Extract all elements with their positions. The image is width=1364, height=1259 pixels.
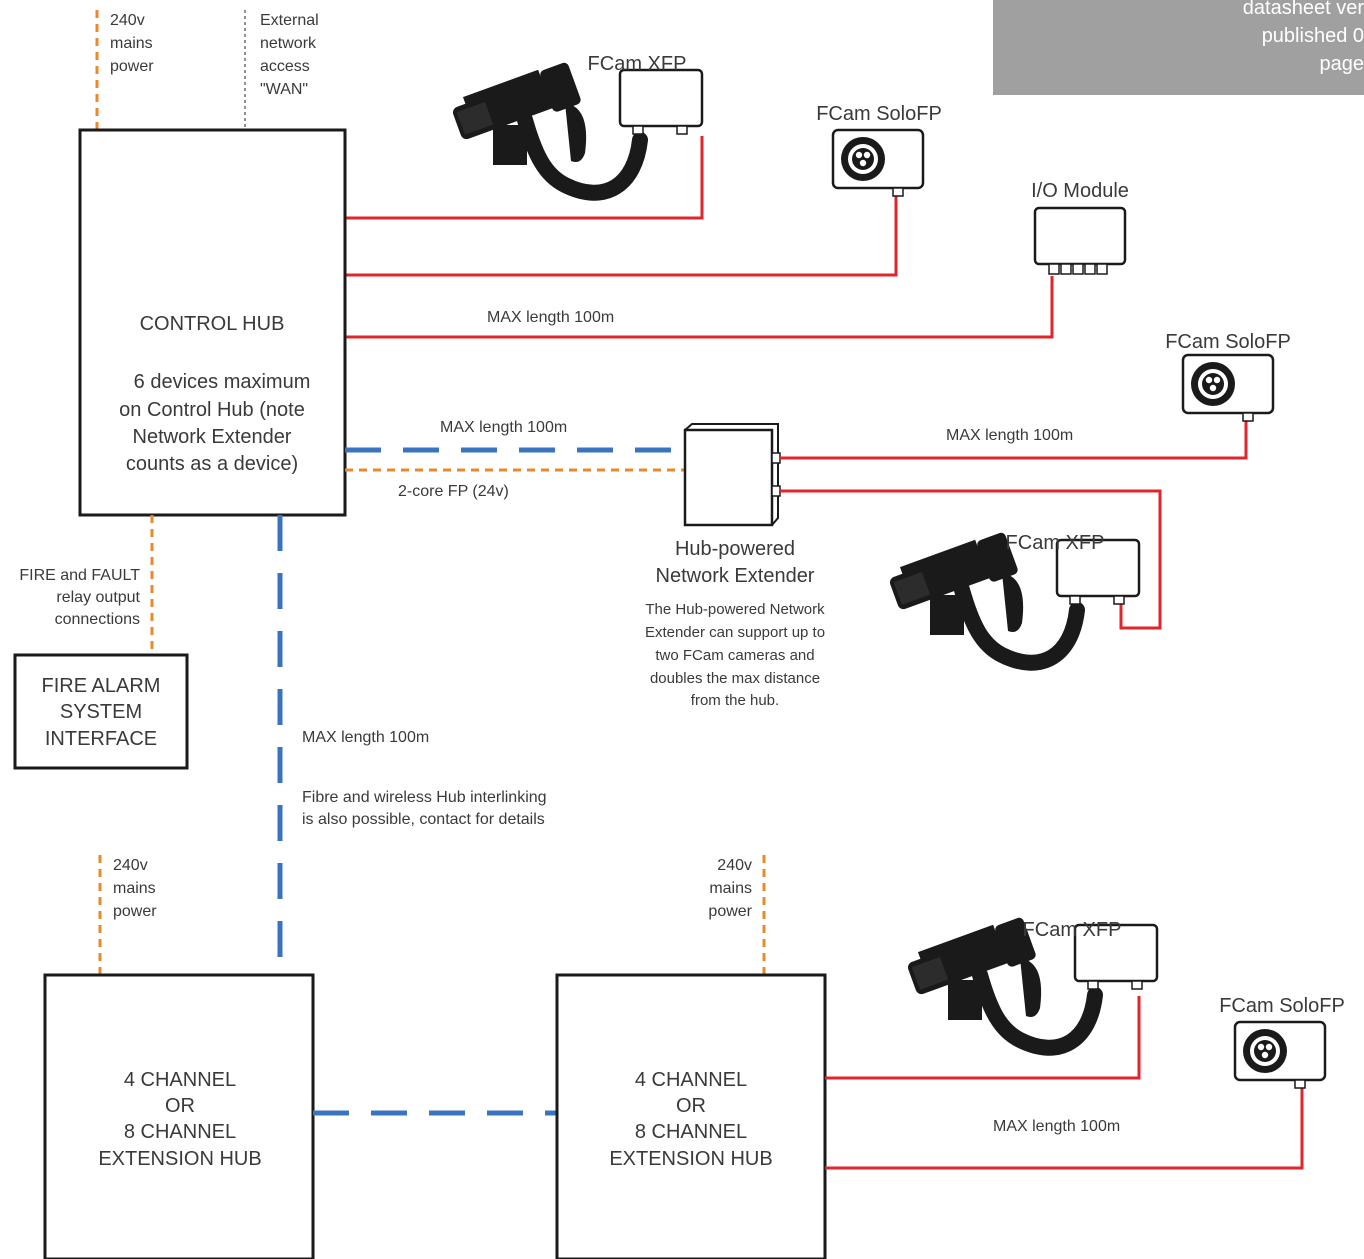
thermal-camera-icon bbox=[1233, 1020, 1327, 1090]
wan-label-1: External bbox=[260, 12, 319, 29]
control-hub-note-4: counts as a device) bbox=[126, 453, 298, 475]
cable-hub-solo-1 bbox=[345, 196, 898, 277]
device-label-xfp-1: FCam XFP bbox=[588, 53, 687, 75]
cable-extender-xfp-2 bbox=[780, 489, 1162, 630]
power-left-2: mains bbox=[113, 880, 156, 897]
power-right-3: power bbox=[708, 903, 752, 920]
fire-box-line-1: FIRE ALARM bbox=[42, 675, 161, 697]
extender-note-2: Extender can support up to bbox=[645, 624, 825, 641]
fibre-note-1: Fibre and wireless Hub interlinking bbox=[302, 789, 547, 806]
cable-extender-solo-2 bbox=[780, 419, 1248, 460]
fire-box-line-2: SYSTEM bbox=[60, 701, 142, 723]
banner-line-1: datasheet ver bbox=[1243, 0, 1364, 19]
fp-cable-label: 2-core FP (24v) bbox=[398, 483, 509, 500]
power-right-1: 240v bbox=[717, 857, 752, 874]
extender-title-1: Hub-powered bbox=[675, 538, 795, 560]
power-label-2: mains bbox=[110, 35, 153, 52]
extender-note-4: doubles the max distance bbox=[650, 670, 820, 687]
network-extender-icon bbox=[683, 423, 781, 527]
power-left-1: 240v bbox=[113, 857, 148, 874]
fire-relay-label-2: relay output bbox=[56, 589, 140, 606]
extender-note-3: two FCam cameras and bbox=[655, 647, 814, 664]
device-label-solo-2: FCam SoloFP bbox=[1165, 331, 1291, 353]
fire-relay-label-3: connections bbox=[55, 611, 140, 628]
power-label-1: 240v bbox=[110, 12, 145, 29]
fire-box-line-3: INTERFACE bbox=[45, 728, 157, 750]
ext-left-line-3: 8 CHANNEL bbox=[124, 1121, 236, 1143]
io-module-icon bbox=[1033, 206, 1127, 275]
ext-right-line-4: EXTENSION HUB bbox=[609, 1148, 772, 1170]
cable-ext-solo-3 bbox=[825, 1088, 1304, 1170]
control-hub-note-1: 6 devices maximum bbox=[134, 371, 311, 393]
max-length-label-blue: MAX length 100m bbox=[440, 419, 567, 436]
camera-icon bbox=[449, 60, 702, 193]
device-label-xfp-2: FCam XFP bbox=[1006, 532, 1105, 554]
extender-note-1: The Hub-powered Network bbox=[645, 601, 825, 618]
info-banner bbox=[993, 0, 1364, 95]
control-hub-title: CONTROL HUB bbox=[140, 313, 285, 335]
ext-left-line-1: 4 CHANNEL bbox=[124, 1069, 236, 1091]
banner-line-2: published 0 bbox=[1262, 25, 1364, 47]
ext-left-line-4: EXTENSION HUB bbox=[98, 1148, 261, 1170]
control-hub bbox=[78, 128, 347, 517]
extender-note-5: from the hub. bbox=[691, 692, 779, 709]
ext-left-line-2: OR bbox=[165, 1095, 195, 1117]
extender-title-2: Network Extender bbox=[656, 565, 815, 587]
wan-label-4: "WAN" bbox=[260, 81, 308, 98]
max-length-label-1: MAX length 100m bbox=[487, 309, 614, 326]
banner-line-3: page bbox=[1320, 53, 1364, 75]
cable-hub-xfp-1 bbox=[345, 136, 704, 220]
extension-hub-right bbox=[555, 973, 827, 1259]
max-length-label-vert: MAX length 100m bbox=[302, 729, 429, 746]
thermal-camera-icon bbox=[831, 128, 925, 198]
ext-right-line-3: 8 CHANNEL bbox=[635, 1121, 747, 1143]
power-left-3: power bbox=[113, 903, 157, 920]
control-hub-note-2: on Control Hub (note bbox=[119, 399, 305, 421]
ext-right-line-1: 4 CHANNEL bbox=[635, 1069, 747, 1091]
fire-alarm-interface bbox=[13, 653, 189, 770]
extension-hub-left bbox=[43, 973, 315, 1259]
power-right-2: mains bbox=[709, 880, 752, 897]
control-hub-note-3: Network Extender bbox=[133, 426, 292, 448]
thermal-camera-icon bbox=[1181, 353, 1275, 423]
wan-label-2: network bbox=[260, 35, 317, 52]
max-length-label-ext: MAX length 100m bbox=[946, 427, 1073, 444]
ext-right-line-2: OR bbox=[676, 1095, 706, 1117]
power-label-3: power bbox=[110, 58, 154, 75]
max-length-label-bottom: MAX length 100m bbox=[993, 1118, 1120, 1135]
cable-ext-xfp-3 bbox=[825, 996, 1141, 1080]
cable-hub-io bbox=[345, 276, 1054, 339]
device-label-xfp-3: FCam XFP bbox=[1023, 919, 1122, 941]
wan-label-3: access bbox=[260, 58, 310, 75]
device-label-io: I/O Module bbox=[1031, 180, 1129, 202]
fibre-note-2: is also possible, contact for details bbox=[302, 811, 545, 828]
fire-relay-label-1: FIRE and FAULT bbox=[19, 567, 140, 584]
device-label-solo-1: FCam SoloFP bbox=[816, 103, 942, 125]
device-label-solo-3: FCam SoloFP bbox=[1219, 995, 1345, 1017]
